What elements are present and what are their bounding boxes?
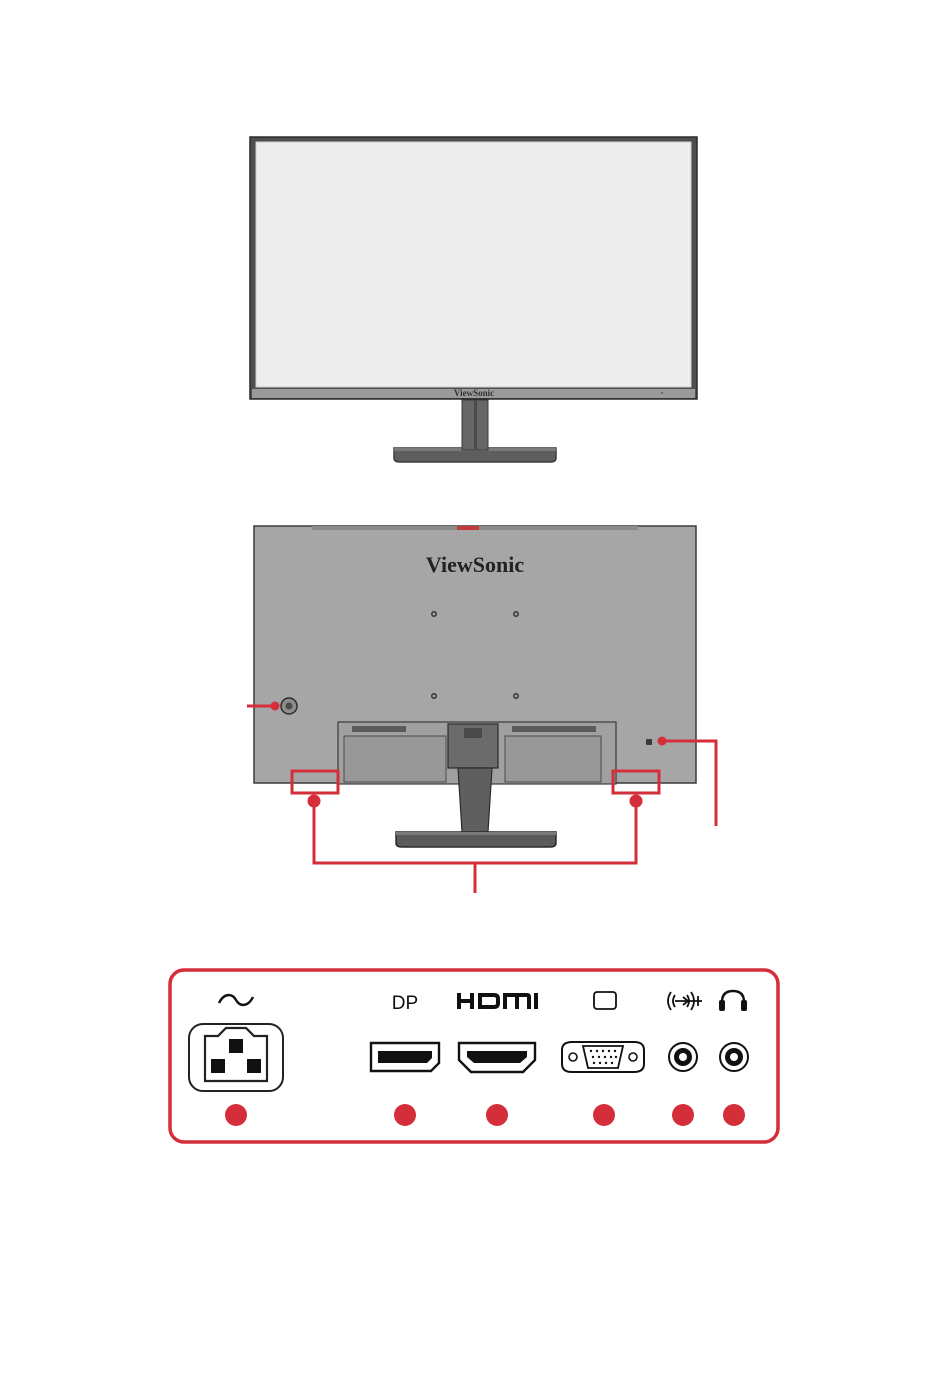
front-view: ViewSonic bbox=[250, 137, 697, 462]
port-marker-headphone bbox=[723, 1104, 745, 1126]
front-power-led bbox=[661, 392, 663, 394]
dp-label: DP bbox=[392, 993, 418, 1014]
kensington-slot bbox=[646, 739, 652, 745]
port-marker-vga bbox=[593, 1104, 615, 1126]
speaker-left-dot bbox=[308, 795, 321, 808]
port-marker-dp bbox=[394, 1104, 416, 1126]
rear-view: ViewSonic bbox=[247, 526, 716, 893]
port-marker-audio-in bbox=[672, 1104, 694, 1126]
vga-monitor-icon bbox=[594, 992, 616, 1009]
port-marker-power bbox=[225, 1104, 247, 1126]
front-screen bbox=[256, 142, 691, 387]
io-panel: DP bbox=[170, 970, 778, 1142]
speaker-right-dot bbox=[630, 795, 643, 808]
port-marker-hdmi bbox=[486, 1104, 508, 1126]
kensington-callout-dot bbox=[658, 737, 667, 746]
rear-brand-logo: ViewSonic bbox=[426, 552, 524, 577]
control-key-callout-dot bbox=[271, 702, 280, 711]
front-brand-logo: ViewSonic bbox=[454, 388, 494, 398]
